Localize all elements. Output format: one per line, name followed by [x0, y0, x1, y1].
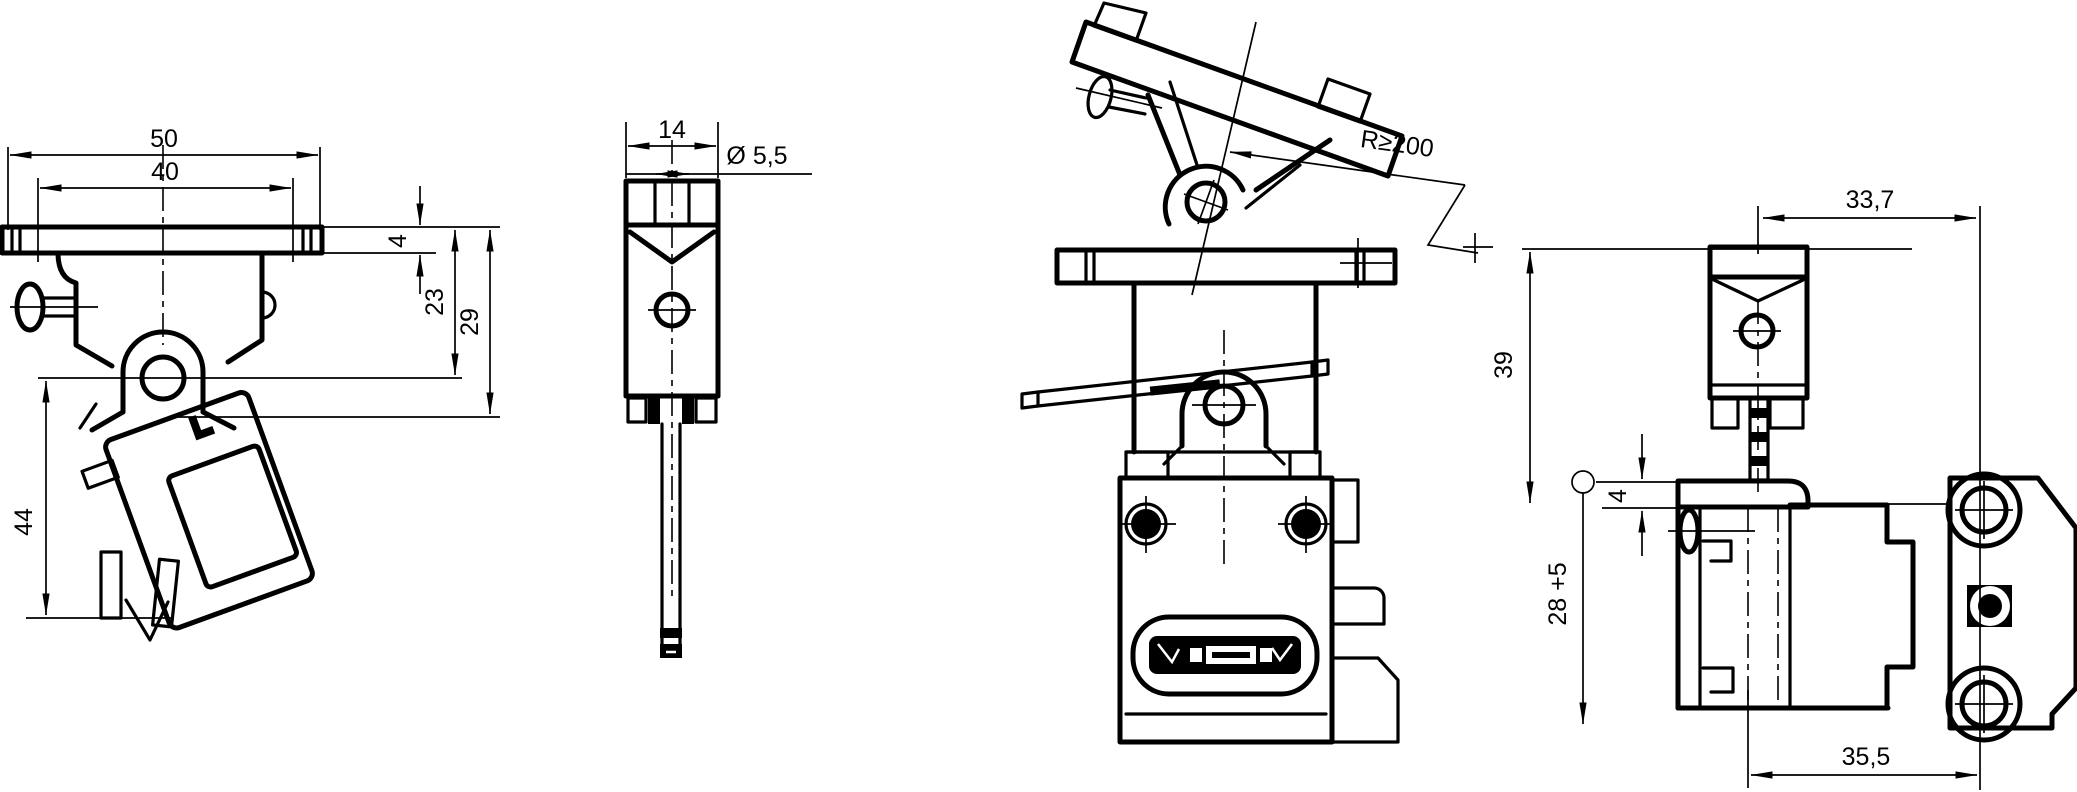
slot-detail	[1260, 648, 1272, 662]
stem-block	[682, 396, 694, 424]
mounting-plate	[1947, 475, 2077, 731]
stem-rung	[1750, 456, 1768, 466]
dim-label-4: 4	[384, 234, 412, 248]
clamp-screw-head	[1086, 74, 1114, 120]
plate-center-pin	[1978, 594, 2002, 618]
foot-right	[1768, 396, 1805, 430]
side-boss	[260, 290, 277, 320]
side-tab-upper	[1330, 478, 1360, 544]
datum-circle	[1571, 470, 1595, 494]
dim-label-35-5: 35,5	[1842, 743, 1891, 771]
lever-arm-edge	[1145, 92, 1183, 178]
foot-left	[1710, 396, 1740, 430]
lever-plate	[103, 390, 315, 631]
view-assembled-side: 33,7 39 4 28 +5 35,5	[1490, 186, 2077, 790]
bracket-foot	[1288, 450, 1322, 480]
dim-label-r200: R≥200	[1359, 125, 1436, 163]
radius-leader-kink	[1426, 184, 1479, 254]
plate-hook-right	[1316, 77, 1372, 124]
fork-prong-left	[99, 550, 123, 620]
mount-screw-boss-top	[1945, 471, 2023, 549]
dim-label-23: 23	[421, 288, 449, 316]
jaw-hook-right	[1310, 358, 1330, 378]
v-notch	[627, 229, 717, 265]
lever-arm-edge	[1168, 80, 1200, 170]
pivot-crosshair	[1197, 179, 1215, 225]
lever-plate-group	[80, 390, 315, 631]
lever-arm-edge	[1244, 163, 1302, 210]
lever-pivot-lug	[1162, 163, 1246, 227]
view-bracket-front: 50 40 4 23 29 44	[0, 125, 500, 642]
clamp-screw-shaft	[1108, 88, 1148, 100]
dim-label-4b: 4	[1604, 489, 1632, 503]
clamp-screw-shaft	[1107, 105, 1147, 116]
lever-stub-arm	[80, 458, 120, 490]
dim-label-44: 44	[10, 508, 38, 536]
jaw-edge	[78, 402, 98, 430]
dim-label-5-5: Ø 5,5	[726, 142, 787, 170]
body-right-block	[1787, 502, 1916, 711]
jaw-clamp-block	[1149, 379, 1221, 396]
slot-window-bar	[1212, 652, 1250, 658]
view-bracket-side: 14 Ø 5,5	[623, 116, 812, 658]
actuator-plate	[1069, 19, 1405, 179]
screw-centerline	[1075, 87, 1163, 109]
stem-rung	[1750, 432, 1768, 442]
orientation-mark	[188, 415, 216, 441]
radius-leader	[1229, 151, 1466, 186]
side-tab-lower	[1330, 656, 1400, 744]
bracket-left-side	[55, 250, 115, 369]
bracket-foot	[1124, 450, 1170, 480]
dim-label-39: 39	[1490, 351, 1518, 379]
slot-detail-left	[1157, 643, 1181, 665]
fork-prong-right	[150, 557, 180, 629]
jaw-hook-left	[1020, 390, 1040, 410]
side-tab-middle	[1330, 586, 1386, 626]
dim-label-28-5: 28 +5	[1544, 562, 1572, 625]
dim-label-40: 40	[151, 158, 179, 186]
foot-right	[694, 396, 718, 424]
dim-label-33-7: 33,7	[1846, 186, 1895, 214]
lever-cutout	[166, 443, 299, 590]
stem-rung	[1750, 408, 1768, 418]
dim-label-14: 14	[658, 116, 686, 144]
slot-detail	[1190, 648, 1202, 662]
foot-left	[626, 396, 648, 424]
slot-detail-right	[1270, 643, 1293, 663]
lever-pivot-hole	[1184, 180, 1228, 224]
lug-jaws	[1162, 444, 1286, 466]
side-hook-lower	[1701, 666, 1735, 694]
mount-screw-boss-bottom	[1945, 665, 2023, 743]
v-notch	[1712, 278, 1805, 303]
clamp-jaw-edge	[1036, 360, 1314, 394]
entry-bezel	[1130, 614, 1320, 697]
bracket-flange	[1054, 247, 1398, 286]
stem-block	[648, 396, 660, 424]
plate-hook-left	[1092, 1, 1148, 43]
rod-tip-band	[660, 628, 682, 638]
switch-body	[1117, 475, 1335, 745]
view-assembled-front: R≥200	[1020, 1, 1493, 745]
mounting-flange	[0, 224, 325, 256]
dim-label-50: 50	[150, 125, 178, 153]
lug-jaws	[89, 409, 237, 433]
side-hook-upper	[1701, 539, 1733, 563]
pivot-lug	[120, 329, 206, 415]
fork-tip	[124, 598, 170, 642]
lever-arm-edge	[1253, 137, 1333, 193]
pivot-hole	[139, 354, 187, 402]
dim-label-29: 29	[456, 308, 484, 336]
bracket-right-side	[225, 250, 265, 365]
